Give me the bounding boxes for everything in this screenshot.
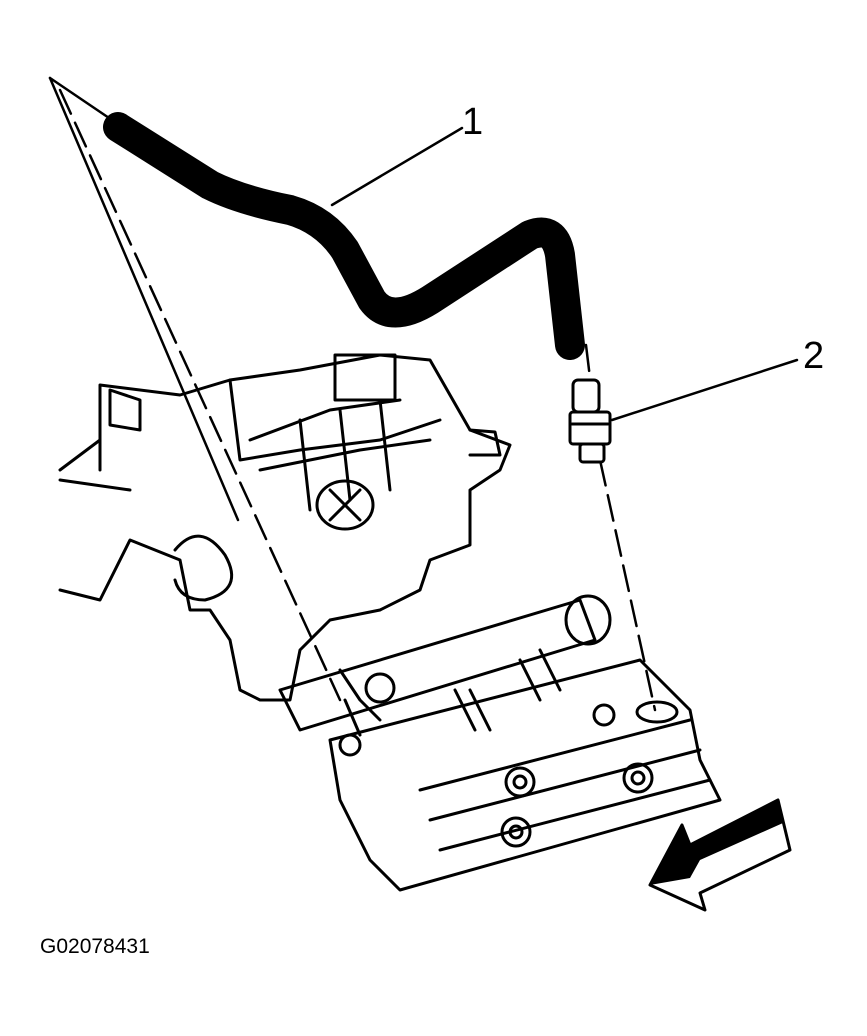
figure-id: G02078431 — [40, 935, 150, 958]
direction-arrow — [648, 798, 792, 912]
dashed-routing-lines — [58, 88, 657, 712]
engine-assembly — [58, 353, 722, 892]
pcv-hose — [103, 112, 585, 360]
pcv-valve — [568, 378, 612, 464]
leader-lines — [48, 76, 240, 522]
callout-number: 1 — [462, 101, 484, 143]
callout-number: 2 — [803, 335, 825, 377]
callout-leaders — [330, 126, 799, 422]
